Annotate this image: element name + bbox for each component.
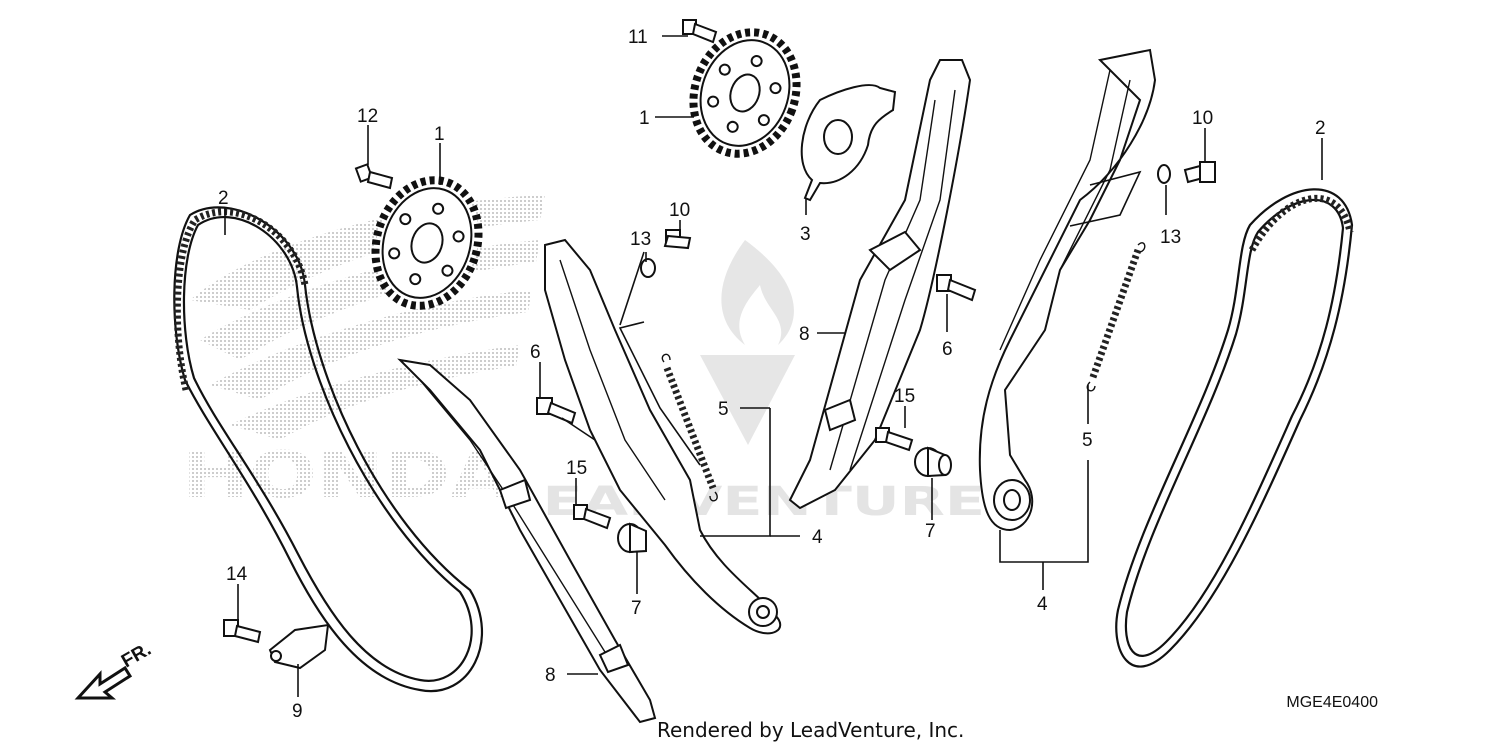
render-credit: Rendered by LeadVenture, Inc. [657,718,965,742]
bolt-15-left [573,504,612,530]
tensioner-spring-left [661,353,718,502]
bolt-10-right [1183,161,1216,184]
washer-13-left [640,258,656,278]
cam-sprocket-left [371,176,483,310]
bolt-15-right [875,427,914,452]
collar-7-left [617,522,647,554]
front-direction-arrow: FR. [74,639,155,700]
cam-sprocket-upper [689,28,801,158]
bolt-12 [354,163,394,190]
leadventure-flame-logo [700,240,795,445]
bolt-11 [682,19,718,44]
bolt-10-left [663,229,692,250]
callout-6-left: 6 [530,342,541,363]
callout-7-left: 7 [631,598,642,619]
callout-15-left: 15 [566,458,587,479]
callout-5-right: 5 [1082,430,1093,451]
callout-1-left: 1 [434,124,445,145]
callout-2-right: 2 [1315,118,1326,139]
callout-10-right: 10 [1192,108,1213,129]
honda-wing-logo [190,195,545,440]
callout-14: 14 [226,564,248,585]
cam-chain-right [1115,188,1354,668]
bracket-9 [268,623,330,670]
callout-7-right: 7 [925,521,936,542]
callout-12: 12 [357,106,378,127]
leader-lines [224,35,1323,697]
callout-13-left: 13 [630,229,651,250]
honda-watermark-text: HONDA [182,439,513,513]
callout-3: 3 [800,224,811,245]
callout-1-upper: 1 [639,108,650,129]
callout-2-left: 2 [218,188,229,209]
tensioner-arm-right [978,48,1157,532]
collar-7-right [914,446,952,478]
tensioner-arm-left [544,238,782,635]
bolt-14 [223,619,262,644]
callout-9: 9 [292,701,303,722]
callout-4-left: 4 [812,527,823,548]
washer-13-right [1157,164,1171,184]
chain-guide-plate [800,84,897,202]
callout-8-lower: 8 [545,665,556,686]
callout-10-left: 10 [669,200,690,221]
cam-chain-guide-center [788,59,972,510]
cam-chain-guide-lower [397,358,657,724]
callout-15-right: 15 [894,386,915,407]
cam-chain-left [173,206,484,693]
callout-11: 11 [628,27,648,48]
bolt-6-left [536,397,577,425]
callout-5-left: 5 [718,399,729,420]
tensioner-spring-right [1086,242,1146,392]
diagram-code: MGE4E0400 [1286,694,1378,711]
callout-6-right: 6 [942,339,953,360]
callout-numbers: 11 1 12 1 2 3 2 10 10 13 13 8 6 6 5 15 5… [218,27,1326,722]
callout-8-center: 8 [799,324,810,345]
callout-4-right: 4 [1037,594,1048,615]
callout-13-right: 13 [1160,227,1181,248]
bolt-6-right [936,274,977,302]
